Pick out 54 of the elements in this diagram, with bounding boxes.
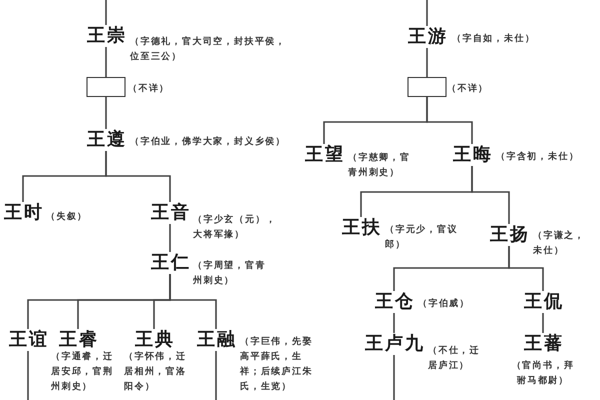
person-note: （字巨伟，先娶高平薛氏，生祥；后续庐江朱氏，生览） (240, 335, 314, 394)
person-note: （字德礼，官大司空，封扶平侯，位至三公） (130, 35, 287, 64)
lineage-line (426, 97, 473, 144)
lineage-line (508, 246, 544, 291)
lineage-line (105, 47, 107, 77)
person-name: 王蕃 (522, 333, 564, 355)
person-name: 王音 (149, 202, 191, 224)
person-name: 王侃 (522, 291, 564, 313)
person-note: （字谦之，未仕） (533, 229, 586, 258)
empty-box (408, 77, 446, 97)
person-note: （字伯威） (418, 297, 470, 310)
person-name: 王仓 (373, 291, 415, 313)
person-name: 王扬 (488, 224, 530, 246)
lineage-line (393, 355, 395, 400)
person-note: （不仕，迁居庐江） (428, 344, 481, 372)
person-name: 王融 (195, 329, 237, 351)
person-name: 王晦 (451, 144, 493, 166)
person-note: （字含初，未仕） (496, 150, 580, 164)
lineage-line (105, 97, 107, 129)
person-name: 王仁 (149, 252, 191, 274)
lineage-line (215, 351, 217, 400)
person-name: 王遵 (85, 129, 127, 151)
lineage-line (471, 166, 510, 224)
lineage-line (393, 313, 395, 333)
person-note: （字慈卿，官青州刺史） (348, 151, 412, 180)
person-note: （字自如，未仕） (452, 32, 536, 46)
person-note: （官尚书，拜驸马都尉） (510, 359, 576, 388)
person-name: 王游 (406, 26, 448, 48)
person-name: 王谊 (7, 329, 49, 351)
person-note: （字伯业，佛学大家，封义乡侯） (130, 135, 286, 148)
person-note: （字通睿，迁居安邱，官荆州刺史） (51, 350, 114, 394)
person-name: 王典 (133, 329, 175, 351)
person-name: 王时 (2, 202, 44, 224)
lineage-line (105, 0, 107, 25)
person-name: 王崇 (85, 25, 127, 47)
lineage-line (426, 0, 428, 26)
lineage-line (169, 274, 217, 329)
person-note: （失叙） (46, 210, 88, 224)
empty-box (86, 77, 126, 97)
person-name: 王睿 (57, 329, 99, 351)
lineage-line (426, 48, 428, 77)
lineage-line (27, 351, 29, 400)
person-name: 王扶 (340, 217, 382, 239)
person-note: （不详） (447, 82, 489, 96)
person-note: （字元少，官议郎） (385, 223, 459, 252)
person-note: （不详） (128, 82, 170, 96)
lineage-line (105, 151, 171, 202)
person-note: （字周望，官青州刺史） (193, 259, 267, 288)
person-name: 王望 (303, 144, 345, 166)
person-note: （字少玄（元），大将军掾） (193, 213, 278, 242)
lineage-line (169, 224, 171, 252)
person-note: （字怀伟，迁居相州，官洛阳令） (124, 350, 188, 394)
lineage-line (542, 313, 544, 333)
person-name: 王卢九 (363, 333, 425, 355)
